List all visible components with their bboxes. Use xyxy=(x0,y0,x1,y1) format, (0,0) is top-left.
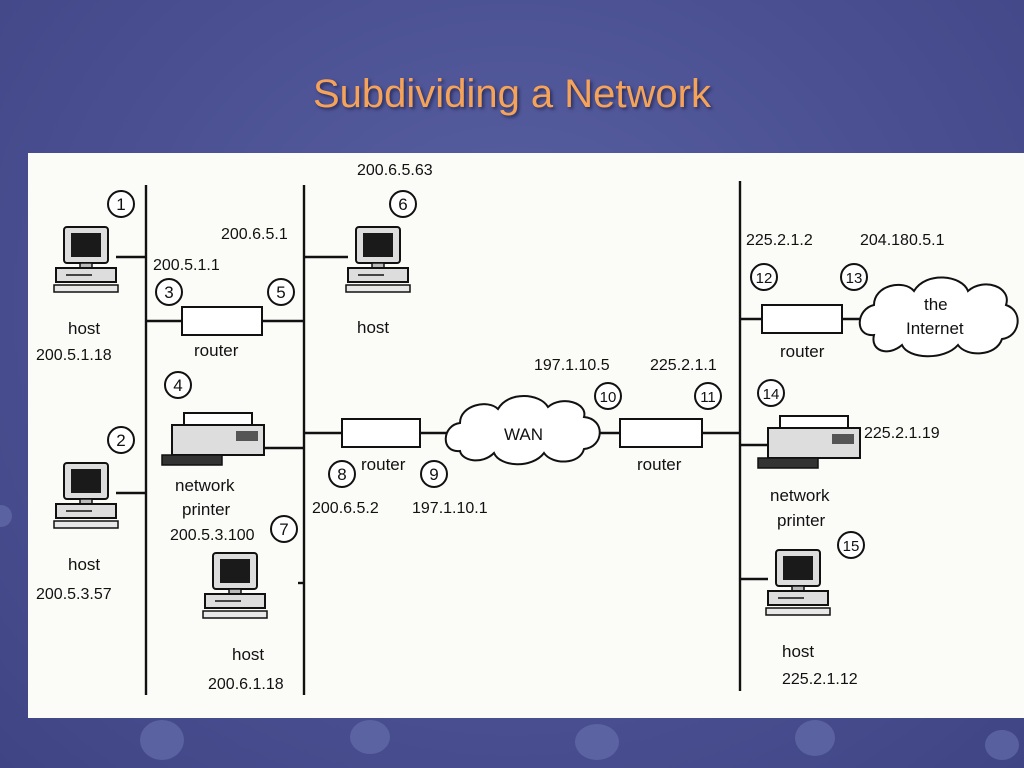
decor-dot xyxy=(140,720,184,760)
ip-host-a: 200.5.1.18 xyxy=(36,347,112,364)
callout-1: 1 xyxy=(116,195,125,214)
printer-label: printer xyxy=(777,511,826,530)
network-diagram: 1 2 3 4 5 6 7 8 9 10 11 12 13 14 15 host… xyxy=(28,153,1024,718)
callout-12: 12 xyxy=(756,270,773,287)
host-label: host xyxy=(357,318,389,337)
router-label: router xyxy=(194,341,239,360)
callout-6: 6 xyxy=(398,195,407,214)
computer-icon xyxy=(53,226,119,293)
cloud-icon xyxy=(444,395,601,466)
computer-icon xyxy=(53,462,119,529)
callout-14: 14 xyxy=(763,386,780,403)
router-icon xyxy=(341,418,421,448)
decor-dot xyxy=(985,730,1019,760)
computer-icon xyxy=(345,226,411,293)
router-label: router xyxy=(361,455,406,474)
callout-3: 3 xyxy=(164,283,173,302)
ip-router-c-right: 225.2.1.1 xyxy=(650,357,717,374)
ip-router-b-left: 200.6.5.2 xyxy=(312,500,379,517)
callout-4: 4 xyxy=(173,376,182,395)
router-label: router xyxy=(780,342,825,361)
router-label: router xyxy=(637,455,682,474)
callout-9: 9 xyxy=(429,465,438,484)
callout-13: 13 xyxy=(846,270,863,287)
ip-router-a-left: 200.5.1.1 xyxy=(153,257,220,274)
host-label: host xyxy=(68,319,100,338)
ip-host-e: 225.2.1.12 xyxy=(782,671,858,688)
callout-7: 7 xyxy=(279,520,288,539)
computer-icon xyxy=(765,549,831,616)
router-icon xyxy=(761,304,843,334)
slide-title: Subdividing a Network xyxy=(313,72,711,116)
computer-icon xyxy=(202,552,268,619)
ip-printer-a: 200.5.3.100 xyxy=(170,527,255,544)
callout-10: 10 xyxy=(600,389,617,406)
decor-dot xyxy=(350,720,390,754)
internet-label-the: the xyxy=(924,295,948,314)
ip-host-b: 200.5.3.57 xyxy=(36,586,112,603)
ip-router-d-right: 204.180.5.1 xyxy=(860,232,945,249)
ip-router-c-left: 197.1.10.5 xyxy=(534,357,610,374)
ip-router-d-left: 225.2.1.2 xyxy=(746,232,813,249)
host-label: host xyxy=(782,642,814,661)
printer-icon xyxy=(161,412,265,466)
router-icon xyxy=(181,306,263,336)
ip-host-c: 200.6.5.63 xyxy=(357,162,433,179)
cloud-icon xyxy=(858,276,1019,358)
callout-11: 11 xyxy=(700,389,716,406)
decor-dot xyxy=(0,505,12,527)
printer-icon xyxy=(757,415,861,469)
ip-printer-b: 225.2.1.19 xyxy=(864,425,940,442)
ip-router-b-right: 197.1.10.1 xyxy=(412,500,488,517)
printer-label: printer xyxy=(182,500,231,519)
host-label: host xyxy=(68,555,100,574)
wan-label: WAN xyxy=(504,425,543,444)
decor-dot xyxy=(795,720,835,756)
router-icon xyxy=(619,418,703,448)
decor-dot xyxy=(575,724,619,760)
callout-8: 8 xyxy=(337,465,346,484)
internet-label: Internet xyxy=(906,319,964,338)
network-label: network xyxy=(175,476,235,495)
ip-router-a-right: 200.6.5.1 xyxy=(221,226,288,243)
callout-15: 15 xyxy=(843,538,860,555)
network-label: network xyxy=(770,486,830,505)
host-label: host xyxy=(232,645,264,664)
callout-5: 5 xyxy=(276,283,285,302)
network-segment-lines xyxy=(116,181,866,695)
callout-2: 2 xyxy=(116,431,125,450)
ip-host-d: 200.6.1.18 xyxy=(208,676,284,693)
